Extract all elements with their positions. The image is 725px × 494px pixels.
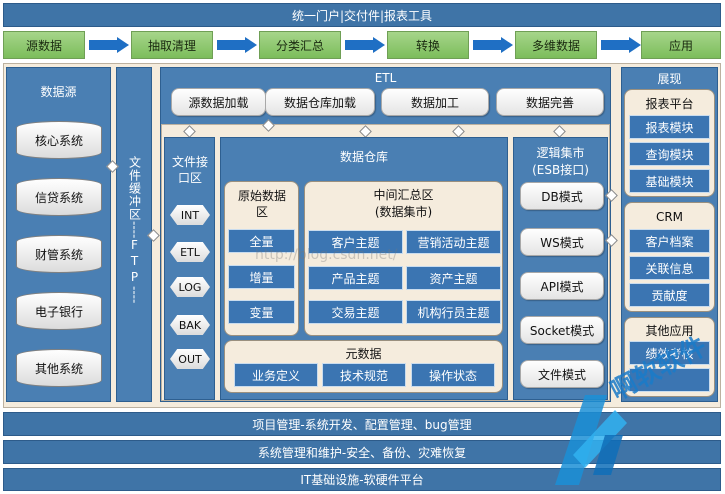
theme-product: 产品主题 [308, 266, 403, 290]
stage-source-data: 源数据 [3, 31, 85, 59]
arrow-icon [473, 37, 513, 53]
file-buffer-label: 文件缓冲区 ---- FTP ---- [117, 156, 151, 306]
theme-org-staff: 机构行员主题 [406, 300, 501, 324]
interface-log: LOG [170, 277, 210, 297]
metadata-zone: 元数据 业务定义 技术规范 操作状态 [224, 340, 503, 393]
raw-data-title: 原始数据区 [237, 189, 286, 219]
logic-mart-subtitle: (ESB接口) [532, 162, 589, 177]
file-interface-title: 文件接口区 [171, 155, 208, 185]
interface-etl: ETL [170, 242, 210, 262]
file-buffer-dash: ---- [127, 221, 142, 239]
empty-app-slot [629, 368, 710, 392]
file-buffer-title: 文件缓冲区 [127, 156, 142, 221]
basic-module: 基础模块 [629, 169, 710, 193]
portal-banner: 统一门户|交付件|报表工具 [3, 3, 721, 27]
raw-variable: 变量 [228, 300, 295, 324]
etl-data-processing: 数据加工 [381, 88, 489, 116]
stage-convert: 转换 [387, 31, 469, 59]
mid-summary-title: 中间汇总区 [373, 187, 434, 202]
blog-watermark: http://blog.csdn.net/ [255, 247, 398, 263]
theme-marketing: 营销活动主题 [406, 230, 501, 254]
file-buffer-panel: 文件缓冲区 ---- FTP ---- [116, 67, 152, 402]
other-apps: 其他应用 绩效考核 [624, 317, 715, 397]
source-credit-system: 信贷系统 [16, 178, 102, 216]
file-interface-panel: 文件接口区 INT ETL LOG BAK OUT [164, 137, 215, 400]
mid-summary-zone: 中间汇总区 (数据集市) 客户主题 营销活动主题 产品主题 资产主题 交易主题 … [304, 181, 503, 336]
file-buffer-dash2: ---- [127, 286, 142, 304]
mode-db: DB模式 [520, 182, 604, 210]
data-source-title: 数据源 [40, 84, 77, 99]
source-ebank: 电子银行 [16, 292, 102, 330]
theme-asset: 资产主题 [406, 266, 501, 290]
meta-tech-spec: 技术规范 [322, 363, 406, 387]
raw-full: 全量 [228, 229, 295, 253]
customer-profile: 客户档案 [629, 229, 710, 253]
crm-section: CRM 客户档案 关联信息 贡献度 [624, 202, 715, 312]
stage-application: 应用 [641, 31, 721, 59]
file-buffer-ftp: FTP [127, 238, 142, 287]
performance-review: 绩效考核 [629, 341, 710, 365]
interface-out: OUT [170, 349, 210, 369]
mid-summary-subtitle: (数据集市) [374, 204, 433, 219]
report-platform-title: 报表平台 [645, 96, 694, 111]
meta-business-def: 业务定义 [234, 363, 318, 387]
interface-int: INT [170, 205, 210, 225]
arrow-icon [89, 37, 129, 53]
it-infrastructure-bar: IT基础设施-软硬件平台 [3, 468, 721, 491]
data-source-panel: 数据源 核心系统 信贷系统 财管系统 电子银行 其他系统 [6, 67, 111, 402]
mode-file: 文件模式 [520, 360, 604, 388]
arrow-icon [217, 37, 257, 53]
logic-mart-title: 逻辑集市 [536, 145, 585, 160]
report-platform: 报表平台 报表模块 查询模块 基础模块 [624, 89, 715, 197]
mode-socket: Socket模式 [520, 316, 604, 344]
logic-mart-panel: 逻辑集市 (ESB接口) DB模式 WS模式 API模式 Socket模式 文件… [513, 137, 608, 400]
theme-customer: 客户主题 [308, 230, 403, 254]
mode-api: API模式 [520, 272, 604, 300]
report-module: 报表模块 [629, 115, 710, 139]
mode-ws: WS模式 [520, 228, 604, 256]
display-title: 展现 [657, 71, 682, 86]
related-info: 关联信息 [629, 256, 710, 280]
metadata-title: 元数据 [345, 346, 382, 361]
etl-source-load: 源数据加载 [171, 88, 266, 116]
arrow-icon [601, 37, 641, 53]
source-finance-system: 财管系统 [16, 235, 102, 273]
raw-incremental: 增量 [228, 265, 295, 289]
data-warehouse-title: 数据仓库 [339, 149, 388, 164]
etl-warehouse-load: 数据仓库加载 [265, 88, 375, 116]
etl-data-refine: 数据完善 [496, 88, 604, 116]
theme-transaction: 交易主题 [308, 300, 403, 324]
logo-mark-icon [555, 395, 627, 485]
source-core-system: 核心系统 [16, 121, 102, 159]
crm-title: CRM [655, 210, 684, 224]
meta-op-status: 操作状态 [411, 363, 495, 387]
contribution: 贡献度 [629, 283, 710, 307]
arrow-icon [345, 37, 385, 53]
other-apps-title: 其他应用 [645, 323, 694, 338]
pipeline: 源数据 抽取清理 分类汇总 转换 多维数据 应用 [0, 28, 725, 62]
software-logo: 啊软软件 [545, 331, 723, 490]
stage-classify-summarize: 分类汇总 [259, 31, 341, 59]
stage-multidim-data: 多维数据 [515, 31, 597, 59]
stage-extract-clean: 抽取清理 [131, 31, 213, 59]
raw-data-zone: 原始数据区 全量 增量 变量 [224, 181, 299, 336]
query-module: 查询模块 [629, 142, 710, 166]
source-other-system: 其他系统 [16, 349, 102, 387]
interface-bak: BAK [170, 315, 210, 335]
etl-title: ETL [374, 71, 397, 85]
